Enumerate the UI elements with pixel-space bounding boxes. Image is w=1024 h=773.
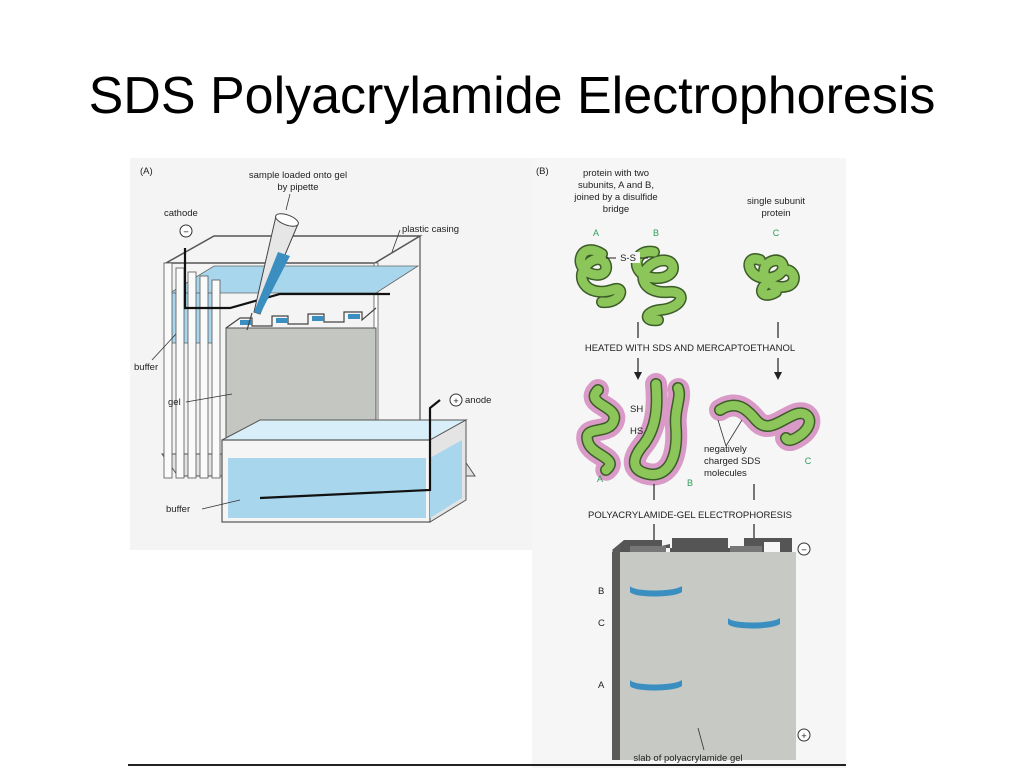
protein-two-line1: protein with two	[583, 168, 649, 179]
cathode-label: cathode	[164, 208, 198, 219]
band-a-label: A	[598, 680, 605, 691]
protein-two-line2: subunits, A and B,	[578, 180, 654, 191]
well-right	[730, 546, 762, 552]
cathode-sign: −	[183, 227, 189, 238]
protein-two-line3: joined by a disulfide	[573, 192, 657, 203]
plastic-casing-label: plastic casing	[402, 224, 459, 235]
unfolded-a-label: A	[597, 474, 603, 484]
sh-label: SH	[630, 404, 643, 415]
neg-sds-line2: charged SDS	[704, 456, 761, 467]
buffer-bottom-label: buffer	[166, 504, 190, 515]
slide-title: SDS Polyacrylamide Electrophoresis	[88, 67, 936, 125]
electro-step-label: POLYACRYLAMIDE-GEL ELECTROPHORESIS	[588, 510, 792, 521]
gel-minus: −	[801, 545, 807, 556]
panel-a-tag: (A)	[140, 166, 153, 177]
protein-two-line4: bridge	[603, 204, 629, 215]
lower-buffer	[228, 458, 426, 518]
band-c	[728, 618, 780, 629]
well-left	[630, 546, 666, 552]
band-b	[630, 586, 682, 597]
hs-label: HS	[630, 426, 643, 437]
subunit-a-label: A	[593, 228, 599, 238]
gel-anode-sign	[797, 728, 811, 742]
subunit-c-label: C	[773, 228, 780, 238]
sds-process-diagram: (B) protein with two subunits, A and B, …	[536, 166, 821, 764]
band-a	[630, 680, 682, 691]
single-line2: protein	[761, 208, 790, 219]
band-b-label: B	[598, 586, 604, 597]
buffer-top-label: buffer	[134, 362, 158, 373]
neg-sds-line1: negatively	[704, 444, 747, 455]
anode-terminal	[449, 393, 463, 407]
unfolded-subunit-b	[630, 379, 684, 479]
panel-b-tag: (B)	[536, 166, 549, 177]
unfolded-c-label: C	[805, 456, 812, 466]
sds-process-panel: (B) protein with two subunits, A and B, …	[532, 158, 846, 768]
casing-plate-5	[211, 279, 221, 479]
anode-wire	[259, 399, 441, 500]
bottom-rule	[128, 764, 846, 766]
single-line1: single subunit	[747, 196, 805, 207]
casing-plate-3	[187, 271, 197, 479]
anode-label: anode	[465, 395, 491, 406]
cathode-terminal	[179, 224, 193, 238]
top-frame	[163, 235, 423, 264]
casing-plate-1	[163, 262, 173, 479]
apparatus-diagram: (A) sample loaded onto gel by pipette ca…	[134, 166, 491, 523]
unfolded-subunit-c	[715, 401, 814, 445]
gel-plus: +	[801, 731, 807, 742]
slab-gel	[612, 552, 796, 760]
apparatus-panel: (A) sample loaded onto gel by pipette ca…	[130, 158, 532, 550]
casing-plate-4	[199, 275, 209, 479]
gel-label: gel	[168, 397, 181, 408]
sample-label-line2: by pipette	[277, 182, 318, 193]
casing-plate-2	[175, 267, 185, 479]
unfolded-subunit-a	[582, 385, 619, 475]
folded-proteins	[574, 244, 800, 327]
slab-label: slab of polyacrylamide gel	[633, 753, 742, 764]
gel-cathode-sign	[797, 542, 811, 556]
ss-bond-label: S-S	[620, 253, 636, 264]
denatured-proteins	[576, 373, 821, 486]
heated-step-label: HEATED WITH SDS AND MERCAPTOETHANOL	[585, 343, 795, 354]
unfolded-b-label: B	[687, 478, 693, 488]
subunit-b-label: B	[653, 228, 659, 238]
sample-label-line1: sample loaded onto gel	[249, 170, 347, 181]
band-c-label: C	[598, 618, 605, 629]
neg-sds-line3: molecules	[704, 468, 747, 479]
anode-sign: +	[453, 396, 459, 407]
cathode-wire	[183, 248, 390, 310]
